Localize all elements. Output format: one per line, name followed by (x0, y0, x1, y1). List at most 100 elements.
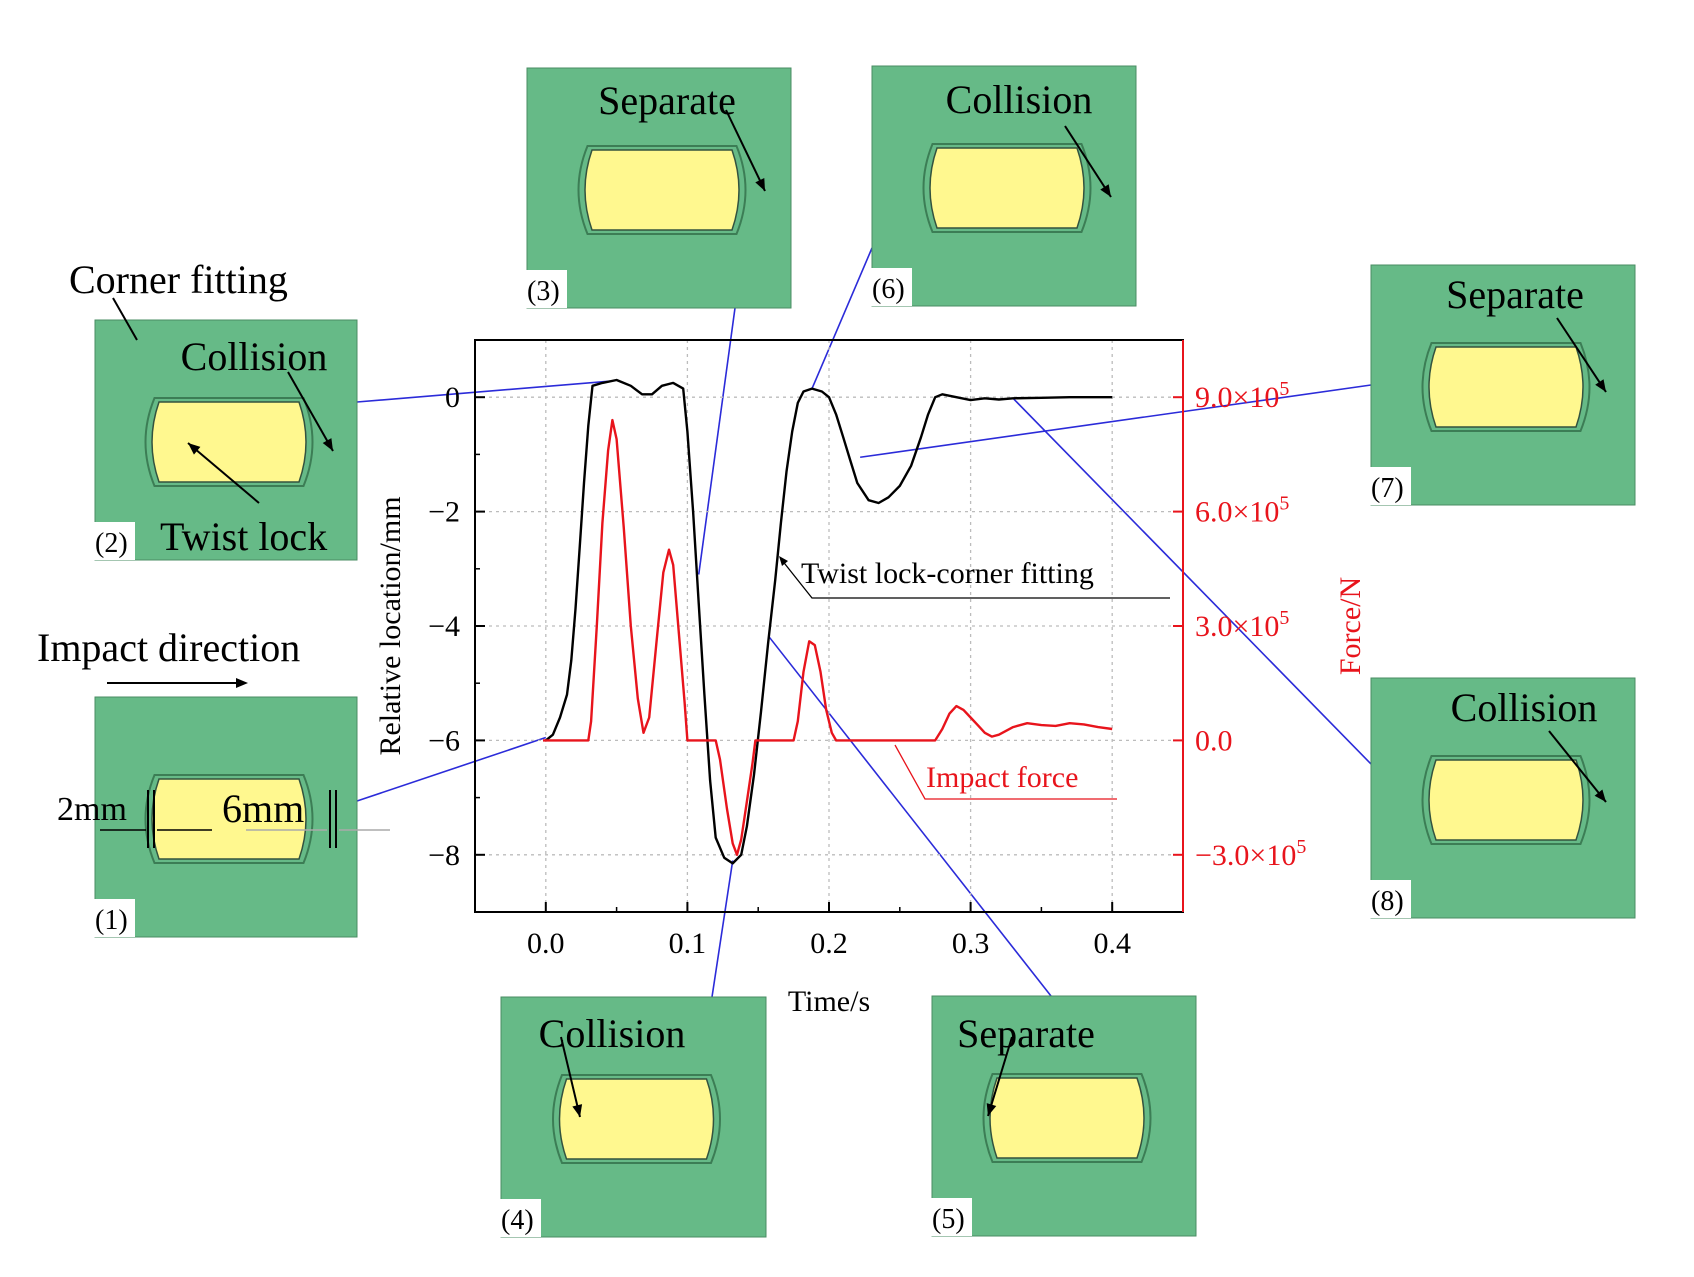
y-axis-label-left: Relative location/mm (374, 496, 407, 755)
y-left-tick-label: −4 (428, 610, 460, 643)
x-tick-label: 0.2 (810, 927, 848, 960)
panel-label: Collision (181, 334, 328, 379)
twist-lock-body-7 (1428, 346, 1584, 428)
collision-arrow-4 (560, 1036, 581, 1118)
twist-lock-body-5 (989, 1077, 1145, 1159)
annotation-leader-twist-lock (780, 558, 1170, 599)
leader-line-1 (356, 380, 610, 403)
panel-id-box (1369, 467, 1411, 505)
inset-panel-5: (5) Separate (930, 995, 1197, 1237)
chart-series (543, 378, 1113, 865)
leader-lines (356, 247, 1372, 998)
panel-id: (8) (1371, 886, 1404, 917)
panel-id-box (870, 268, 912, 306)
panel-id-box (93, 899, 135, 937)
panel-id: (1) (95, 905, 128, 936)
collision-arrow-2-head (322, 438, 333, 451)
collision-arrow-8-head (1594, 789, 1606, 802)
separate-arrow-5 (987, 1036, 1013, 1117)
panel-label: Collision (946, 77, 1093, 122)
gap-dimensions: 2mm 6mm (57, 786, 390, 848)
x-tick-label: 0.1 (669, 927, 707, 960)
y-left-tick-label: −6 (428, 724, 460, 757)
twist-lock-body-2 (151, 401, 307, 483)
corner-fitting-pointer (112, 297, 138, 341)
panel-id-box (1369, 880, 1411, 918)
leader-line-3 (697, 307, 736, 575)
annotation-impact-force: Impact force (926, 761, 1078, 794)
y-right-tick-label: 3.0×105 (1195, 607, 1289, 643)
panel-id: (6) (872, 274, 905, 305)
y-left-tick-label: −2 (428, 496, 460, 529)
y-left-tick-label: −8 (428, 839, 460, 872)
panel-id: (2) (95, 528, 128, 559)
y-left-tick-label: 0 (445, 381, 460, 414)
twist-lock-body-3 (584, 149, 740, 231)
panel-id: (4) (501, 1205, 534, 1236)
chart-grid (475, 340, 1183, 912)
leader-line-7 (860, 384, 1372, 459)
panel-id-box (930, 1198, 972, 1236)
y-right-tick-label: 0.0 (1195, 724, 1233, 757)
panel-label: Collision (539, 1011, 686, 1056)
twist-lock-body-4 (558, 1078, 715, 1160)
annotation-leader-impact-force (894, 744, 1117, 800)
annotation-arrowhead-twist-lock (779, 556, 788, 566)
inset-panel-6: (6) Collision (870, 65, 1137, 307)
inset-panel-3: (3) Separate (525, 67, 792, 309)
leader-line-8 (1012, 397, 1372, 765)
panel-label: Separate (598, 78, 736, 123)
twist-lock-body-6 (929, 147, 1085, 229)
twist-lock-body-8 (1428, 759, 1584, 841)
twist-lock-arrow-2-head (188, 443, 201, 455)
impact-direction-label: Impact direction (37, 625, 300, 670)
separate-arrow-7-head (1595, 379, 1606, 392)
separate-arrow-5-head (986, 1103, 997, 1116)
leader-line-5 (768, 636, 1052, 997)
x-tick-label: 0.0 (527, 927, 565, 960)
y-right-tick-label: 9.0×105 (1195, 378, 1289, 414)
x-tick-label: 0.4 (1093, 927, 1131, 960)
leader-line-6 (811, 247, 873, 389)
collision-arrow-2 (287, 371, 334, 452)
panel-label: Separate (957, 1011, 1095, 1056)
separate-arrow-3 (725, 109, 766, 192)
annotation-twist-lock-corner-fitting: Twist lock-corner fitting (801, 557, 1094, 590)
y-axis-label-right: Force/N (1334, 577, 1367, 675)
collision-arrow-6-head (1100, 184, 1111, 197)
leader-line-2 (356, 736, 547, 802)
impact-direction-arrowhead (236, 678, 248, 688)
panel-label: Collision (1451, 685, 1598, 730)
inset-panel-1: (1) (93, 696, 358, 938)
gap-6mm-label: 6mm (222, 786, 304, 831)
leader-line-4 (711, 860, 734, 998)
inset-panel-8: (8) Collision (1369, 677, 1636, 919)
panel-id-box (499, 1199, 541, 1237)
panel-id-box (93, 522, 135, 560)
collision-arrow-6 (1064, 125, 1112, 198)
panel-id: (7) (1371, 473, 1404, 504)
inset-panels: (1) (2) Collision (3) Separate (4) Collision (5… (57, 65, 1636, 1238)
panel-id: (3) (527, 276, 560, 307)
separate-arrow-7 (1556, 317, 1607, 393)
inset-panel-7: (7) Separate (1369, 264, 1636, 506)
x-axis-label: Time/s (788, 985, 870, 1018)
panel-label: Separate (1446, 272, 1584, 317)
panel-id-box (525, 270, 567, 308)
collision-arrow-8 (1548, 730, 1607, 803)
series-line-1 (543, 418, 1113, 856)
twist-lock-label: Twist lock (160, 514, 327, 559)
twist-lock-body-1 (151, 778, 307, 860)
gap-2mm-label: 2mm (57, 791, 127, 828)
corner-fitting-label: Corner fitting (69, 257, 288, 302)
y-right-tick-label: −3.0×105 (1195, 836, 1306, 872)
twist-lock-arrow-2 (187, 442, 260, 504)
panel-id: (5) (932, 1204, 965, 1235)
inset-panel-4: (4) Collision (499, 996, 767, 1238)
series-line-0 (545, 378, 1113, 865)
y-right-tick-label: 6.0×105 (1195, 493, 1289, 529)
